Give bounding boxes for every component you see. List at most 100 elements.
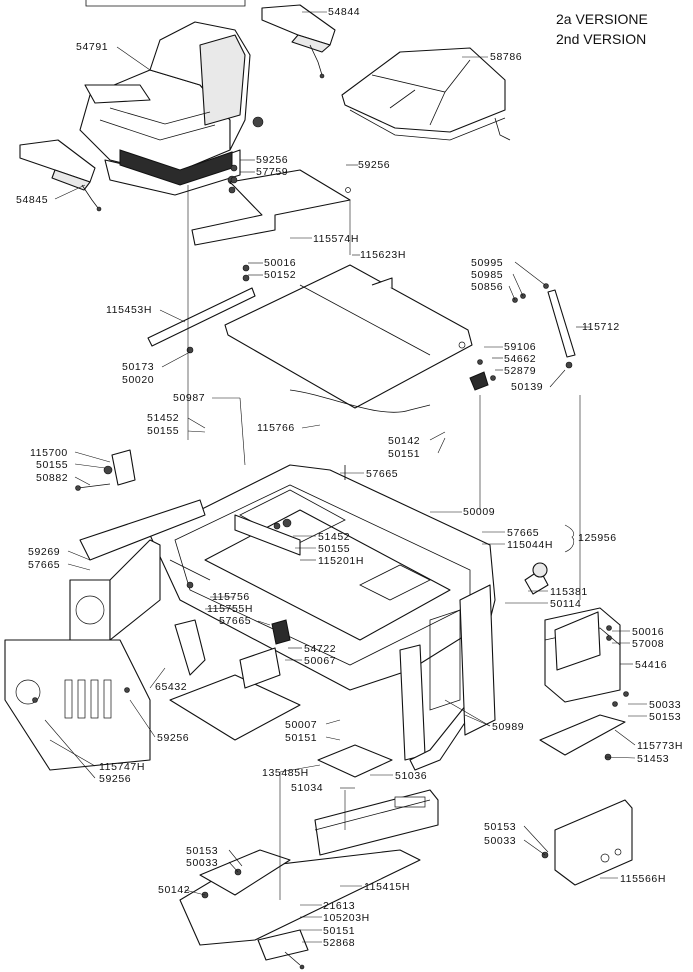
- label-50020: 50020: [122, 374, 154, 386]
- gas-strut: [512, 283, 576, 369]
- label-50153: 50153: [186, 845, 218, 857]
- leader-lines: [44, 11, 647, 943]
- seal-strip: [289, 389, 431, 413]
- lever-handle: [174, 619, 206, 676]
- label-54662: 54662: [504, 353, 536, 365]
- part-labels: 54844 54791 58786 59256 57759 59256 5484…: [16, 6, 683, 949]
- seat-cushion: [341, 47, 511, 141]
- label-50139: 50139: [511, 381, 543, 393]
- label-52879: 52879: [504, 365, 536, 377]
- armrest-left: [19, 139, 102, 212]
- label-58786: 58786: [490, 51, 522, 63]
- label-50151: 50151: [388, 448, 420, 460]
- label-50151: 50151: [323, 925, 355, 937]
- rear-beam: [179, 789, 439, 946]
- fill-cap: [524, 562, 549, 595]
- label-125956: 125956: [578, 532, 617, 544]
- label-115415H: 115415H: [364, 881, 410, 893]
- battery-bracket: [539, 714, 626, 756]
- label-115766: 115766: [257, 422, 295, 434]
- label-50173: 50173: [122, 361, 154, 373]
- label-59256: 59256: [99, 773, 131, 785]
- label-51034: 51034: [291, 782, 323, 794]
- label-50033: 50033: [484, 835, 516, 847]
- label-115201H: 115201H: [318, 555, 364, 567]
- label-115566H: 115566H: [620, 873, 666, 885]
- label-105203H: 105203H: [323, 912, 370, 924]
- label-50067: 50067: [304, 655, 336, 667]
- label-51452: 51452: [318, 531, 350, 543]
- side-bracket: [75, 449, 136, 491]
- label-50856: 50856: [471, 281, 503, 293]
- label-50007: 50007: [285, 719, 317, 731]
- label-51036: 51036: [395, 770, 427, 782]
- label-50995: 50995: [471, 257, 503, 269]
- label-57665: 57665: [28, 559, 60, 571]
- label-50155: 50155: [147, 425, 179, 437]
- label-59269: 59269: [28, 546, 60, 558]
- label-115623H: 115623H: [360, 249, 406, 261]
- label-54416: 54416: [635, 659, 667, 671]
- version-line-1: 2a VERSIONE: [556, 11, 648, 27]
- label-115453H: 115453H: [106, 304, 152, 316]
- label-50033: 50033: [649, 699, 681, 711]
- armrest-right: [261, 4, 336, 79]
- label-21613: 21613: [323, 900, 355, 912]
- front-mount: [69, 499, 206, 641]
- label-54845: 54845: [16, 194, 48, 206]
- label-50142: 50142: [388, 435, 420, 447]
- label-115773H: 115773H: [637, 740, 683, 752]
- label-50033: 50033: [186, 857, 218, 869]
- frame-edge: [85, 0, 246, 7]
- label-50016: 50016: [264, 257, 296, 269]
- label-50989: 50989: [492, 721, 524, 733]
- label-115044H: 115044H: [507, 539, 553, 551]
- label-59256: 59256: [256, 154, 288, 166]
- label-52868: 52868: [323, 937, 355, 949]
- step-plate: [169, 674, 301, 741]
- label-50155: 50155: [318, 543, 350, 555]
- label-50987: 50987: [173, 392, 205, 404]
- label-115755H: 115755H: [207, 603, 253, 615]
- label-51452: 51452: [147, 412, 179, 424]
- label-50114: 50114: [550, 598, 581, 610]
- label-57759: 57759: [256, 166, 288, 178]
- label-50152: 50152: [264, 269, 296, 281]
- label-54844: 54844: [328, 6, 360, 18]
- label-50985: 50985: [471, 269, 503, 281]
- cover-plate: [317, 744, 393, 778]
- seat-assembly: [79, 21, 264, 196]
- label-50151: 50151: [285, 732, 317, 744]
- label-54791: 54791: [76, 41, 108, 53]
- tow-hitch: [541, 799, 633, 886]
- label-115700: 115700: [30, 447, 68, 459]
- version-line-2: 2nd VERSION: [556, 31, 646, 47]
- label-115747H: 115747H: [99, 761, 145, 773]
- label-135485H: 135485H: [262, 767, 309, 779]
- label-115756: 115756: [212, 591, 250, 603]
- mounting-plate: [257, 929, 309, 961]
- seat-rail: [147, 264, 256, 354]
- seat-plate: [191, 164, 351, 246]
- label-115712: 115712: [582, 321, 620, 333]
- label-57665: 57665: [366, 468, 398, 480]
- label-50153: 50153: [649, 711, 681, 723]
- label-59256: 59256: [358, 159, 390, 171]
- hood-cover: [224, 264, 473, 409]
- label-54722: 54722: [304, 643, 336, 655]
- switch-block: [271, 619, 291, 645]
- label-115381: 115381: [550, 586, 588, 598]
- label-50142: 50142: [158, 884, 190, 896]
- cross-bracket: [234, 514, 301, 556]
- label-50155: 50155: [36, 459, 68, 471]
- side-shield: [4, 639, 151, 771]
- label-57665: 57665: [507, 527, 539, 539]
- label-50153: 50153: [484, 821, 516, 833]
- label-115574H: 115574H: [313, 233, 359, 245]
- label-50882: 50882: [36, 472, 68, 484]
- hood-latch: [469, 359, 496, 391]
- label-50009: 50009: [463, 506, 495, 518]
- battery-box: [544, 607, 621, 703]
- label-65432: 65432: [155, 681, 187, 693]
